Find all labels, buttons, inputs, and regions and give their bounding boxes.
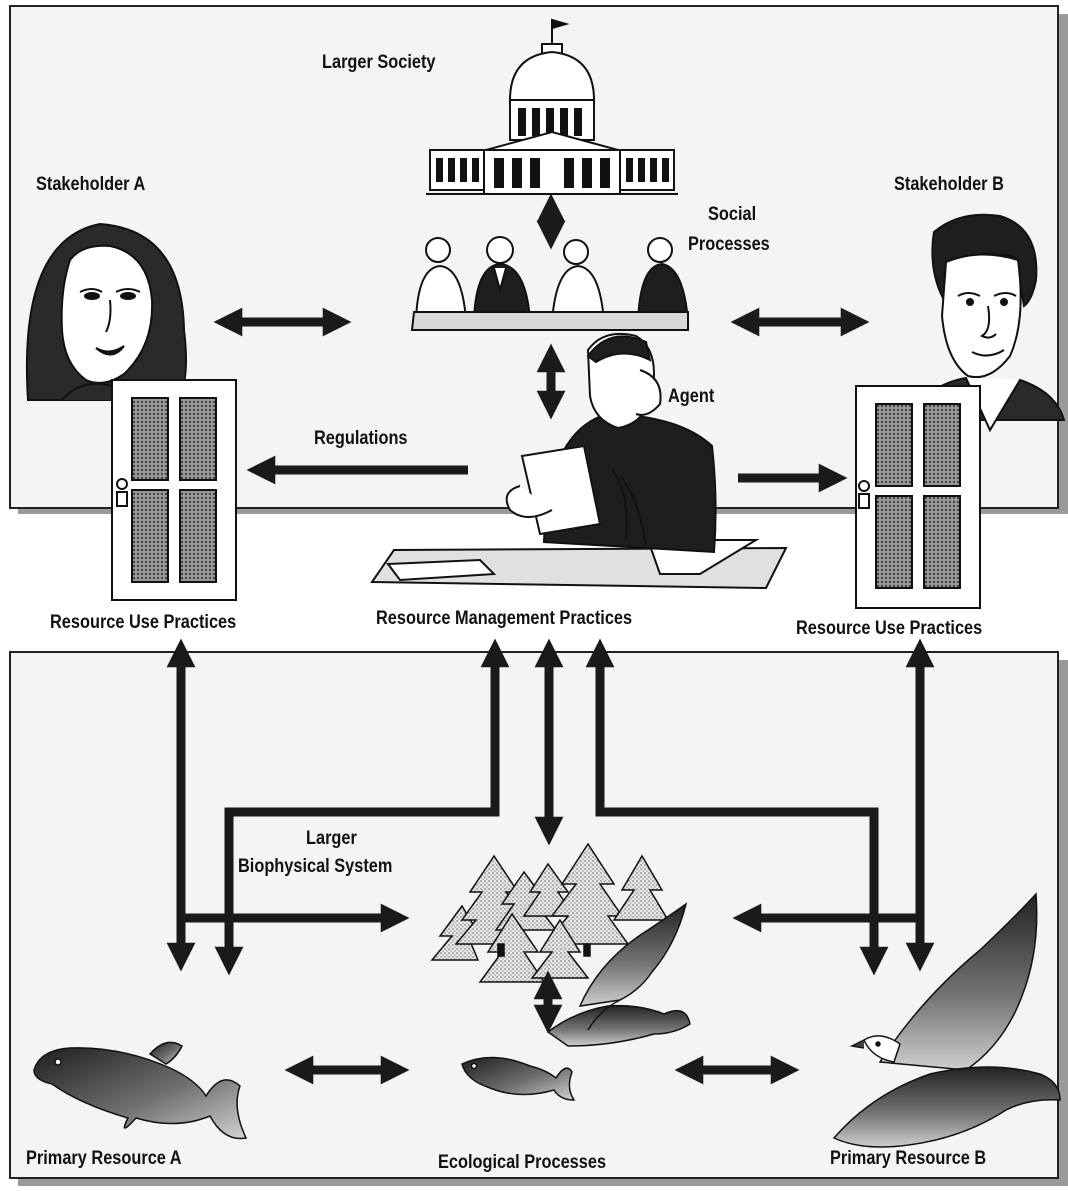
meeting-table-icon — [410, 236, 690, 331]
label-resource-management: Resource Management Practices — [376, 608, 633, 629]
woman-portrait-icon — [25, 222, 187, 401]
label-stakeholder-b: Stakeholder B — [894, 174, 1004, 195]
person-3 — [550, 239, 606, 323]
label-stakeholder-a: Stakeholder A — [36, 174, 146, 195]
label-agent: Agent — [668, 386, 715, 407]
capitol-building-icon — [426, 18, 678, 195]
label-regulations: Regulations — [314, 428, 408, 449]
label-larger-society: Larger Society — [322, 52, 436, 73]
label-social-processes-2: Processes — [688, 234, 770, 255]
small-fish-icon — [461, 1056, 576, 1101]
label-primary-resource-b: Primary Resource B — [830, 1148, 987, 1169]
person-1 — [414, 237, 468, 321]
arrow-mgmt-right-branch — [585, 638, 889, 976]
door-icon-right — [855, 385, 981, 609]
label-larger-biophysical-2: Biophysical System — [238, 856, 393, 877]
label-ecological-processes: Ecological Processes — [438, 1152, 607, 1173]
label-social-processes-1: Social — [708, 204, 757, 225]
label-larger-biophysical-1: Larger — [306, 828, 357, 849]
label-resource-use-left: Resource Use Practices — [50, 612, 237, 633]
arrows — [166, 193, 935, 1085]
eagle-icon — [832, 892, 1061, 1148]
arrow-mgmt-left-branch — [214, 638, 510, 976]
person-2 — [472, 236, 532, 321]
label-resource-use-right: Resource Use Practices — [796, 618, 983, 639]
agent-at-desk-icon — [370, 332, 788, 590]
fish-icon — [33, 1041, 248, 1140]
door-icon-left — [111, 379, 237, 601]
person-4 — [636, 237, 690, 323]
label-primary-resource-a: Primary Resource A — [26, 1148, 182, 1169]
